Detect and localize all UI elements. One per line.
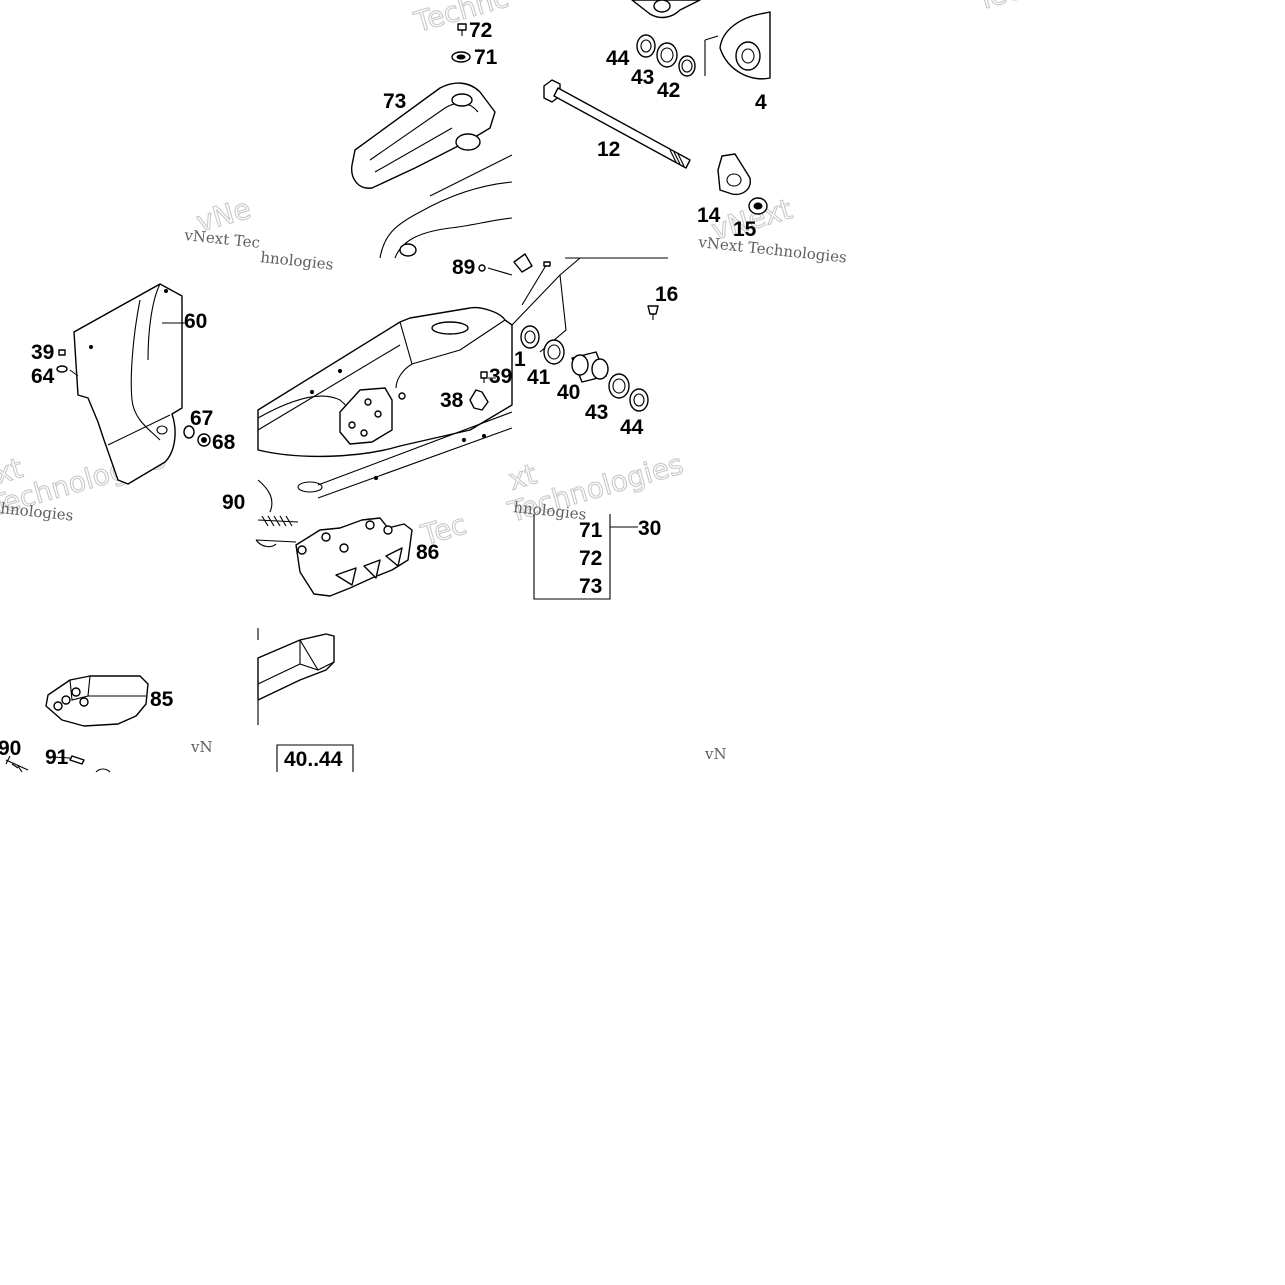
- callout-39-b: 39: [489, 365, 512, 388]
- bearing-group: [520, 305, 659, 412]
- callout-71: 71: [474, 46, 498, 69]
- callout-67: 67: [190, 407, 213, 430]
- callout-43: 43: [631, 66, 654, 89]
- callout-43-b: 43: [585, 401, 608, 424]
- link-fragment: [631, 0, 771, 80]
- washer-64: [56, 365, 68, 373]
- swingarm-bracket: [339, 387, 406, 445]
- callout-40: 40: [557, 381, 580, 404]
- callout-41: 41: [527, 366, 551, 389]
- watermark-caption: vN: [190, 738, 213, 756]
- washer-67: [183, 425, 195, 439]
- callout-64: 64: [31, 365, 55, 388]
- callout-39: 39: [31, 341, 54, 364]
- needle-bearing-1: [520, 325, 540, 349]
- swingarm-group: [257, 253, 668, 513]
- callout-1: 1: [514, 348, 526, 371]
- callout-4-fragment: 4: [755, 91, 767, 114]
- watermark-outline: Technc: [410, 0, 512, 39]
- watermark-caption: hnologies: [260, 248, 335, 274]
- callout-68: 68: [212, 431, 236, 454]
- callout-42: 42: [657, 79, 680, 102]
- kit-40-44-box: 40..44: [276, 744, 354, 772]
- kit-30-item: 72: [579, 547, 602, 570]
- callout-91: 91: [45, 746, 69, 769]
- cap-16: [647, 305, 659, 320]
- callout-90: 90: [222, 491, 245, 514]
- seal-44-b: [629, 388, 649, 412]
- spacer-42: [678, 55, 696, 77]
- chain-guard-group: [56, 283, 211, 485]
- bolt-90-b: [5, 755, 29, 773]
- leader-lines: [51, 322, 638, 759]
- nut-15: [748, 197, 768, 215]
- watermark-caption: vNext Technologies: [697, 233, 848, 267]
- seal-44: [636, 34, 656, 58]
- chain-guide-85: [45, 675, 149, 727]
- kit-30-label: 30: [638, 517, 661, 540]
- nut-68: [197, 433, 211, 447]
- watermark-caption: vNext Tec: [183, 226, 261, 252]
- needle-bearing-41: [543, 339, 565, 365]
- kit-30-item: 73: [579, 575, 602, 598]
- swingarm-lower-left: [257, 479, 323, 513]
- chain-guide-group: [5, 515, 413, 773]
- callout-73: 73: [383, 90, 406, 113]
- screw-91: [69, 755, 111, 773]
- swingarm-rear-upper: [478, 253, 668, 353]
- swingarm-body: [257, 306, 513, 499]
- pivot-group: [543, 0, 771, 215]
- watermark-caption: vN: [704, 745, 727, 763]
- sleeve-40: [571, 351, 609, 383]
- bushing-43-b: [608, 373, 630, 399]
- callout-44: 44: [606, 47, 630, 70]
- callout-12: 12: [597, 138, 620, 161]
- callout-86: 86: [416, 541, 439, 564]
- pivot-bolt-12: [543, 79, 691, 169]
- screw-39-b: [480, 371, 488, 383]
- callout-90-b: 90: [0, 737, 21, 760]
- watermark-outline: Technc: [972, 0, 1074, 17]
- washer-71: [451, 51, 471, 63]
- chain-guard-60: [73, 283, 183, 485]
- callout-44-b: 44: [620, 416, 644, 439]
- callout-16: 16: [655, 283, 678, 306]
- kit-30-item: 71: [579, 519, 603, 542]
- callout-85: 85: [150, 688, 174, 711]
- kit-30-box: 71 72 73 30: [533, 514, 661, 600]
- chain-guide-86: [295, 517, 413, 597]
- callout-38: 38: [440, 389, 464, 412]
- chain-slider-73: [351, 82, 496, 189]
- clip-38: [469, 389, 489, 411]
- callout-labels: 72 71 73 44 43 42 4 12 14 15 89 16 60 39…: [0, 19, 767, 769]
- bolt-90: [255, 515, 299, 548]
- swingarm-corner-fragment: [379, 154, 513, 259]
- chain-adjuster-plate-14: [717, 153, 751, 196]
- bushing-43: [656, 42, 678, 68]
- callout-60: 60: [184, 310, 207, 333]
- screw-39: [58, 349, 66, 356]
- screw-72: [457, 23, 467, 36]
- chain-slider-group: [351, 23, 513, 259]
- callout-15: 15: [733, 218, 757, 241]
- callout-14: 14: [697, 204, 721, 227]
- callout-89: 89: [452, 256, 475, 279]
- callout-72: 72: [469, 19, 492, 42]
- swingarm-end-fragment: [257, 628, 335, 725]
- kit-40-44-label: 40..44: [284, 748, 343, 771]
